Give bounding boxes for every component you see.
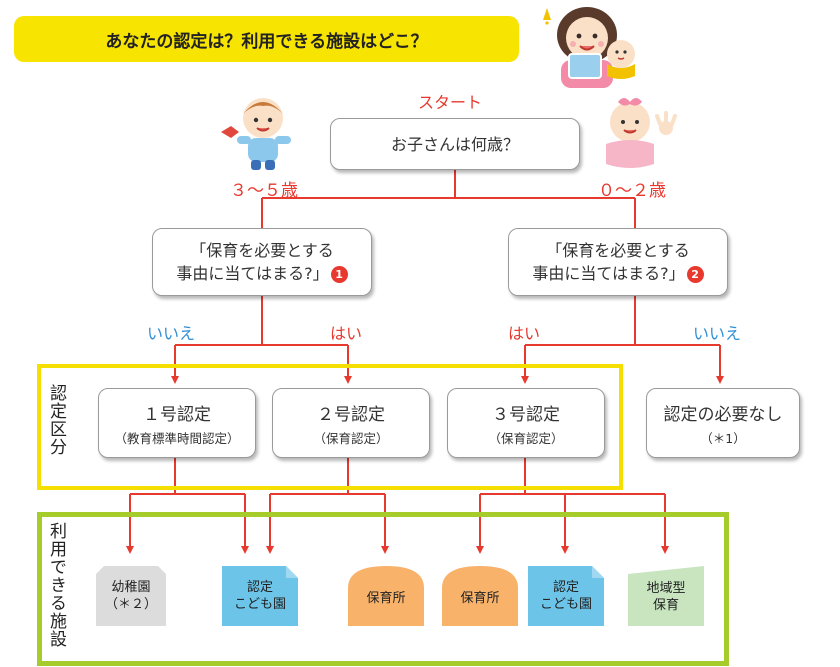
- q2-branch-line: [525, 296, 720, 346]
- q1-line1: 「保育を必要とする: [190, 241, 334, 260]
- community-care-line2: 保育: [652, 598, 679, 613]
- kodomoen-a-label: 認定 こども園: [222, 566, 298, 626]
- kodomoen-a-line2: こども園: [233, 597, 286, 612]
- page-title: あなたの認定は？利用できる施設はどこ？: [105, 31, 428, 52]
- q1-line2-wrap: 事由に当てはまる?」1: [176, 262, 348, 285]
- q1-line2: 事由に当てはまる?」: [176, 264, 329, 283]
- nursery-a-label: 保育所: [348, 570, 424, 626]
- community-care-label: 地域型 保育: [628, 568, 704, 626]
- q2-line1: 「保育を必要とする: [546, 241, 690, 260]
- answer-yes-left: はい: [330, 324, 363, 343]
- cert1-box: １号認定 （教育標準時間認定）: [98, 388, 256, 458]
- page-title-bar: あなたの認定は？利用できる施設はどこ？: [14, 16, 519, 62]
- kindergarten-name: 幼稚園: [111, 580, 151, 595]
- cert3-title: ３号認定: [492, 404, 560, 425]
- q2-line2: 事由に当てはまる?」: [532, 264, 685, 283]
- age-question-box: お子さんは何歳？: [330, 118, 580, 170]
- kodomoen-b-line1: 認定: [552, 580, 579, 595]
- community-care-shape: [628, 566, 704, 626]
- question-1-box: 「保育を必要とする 事由に当てはまる?」1: [152, 228, 372, 296]
- facility-frame: [37, 512, 729, 666]
- no-cert-box: 認定の必要なし （＊1）: [646, 388, 800, 458]
- kindergarten-note: （＊２）: [104, 597, 157, 612]
- mother-baby-illustration: [543, 7, 635, 88]
- nursery-a-name: 保育所: [366, 590, 406, 606]
- community-care-line1: 地域型: [646, 581, 686, 596]
- cert2-subtitle: （保育認定）: [313, 430, 389, 446]
- no-cert-subtitle: （＊1）: [700, 430, 746, 446]
- answer-yes-right: はい: [508, 324, 541, 343]
- cert3-subtitle: （保育認定）: [488, 430, 564, 446]
- age-right-label: ０〜２歳: [598, 181, 666, 201]
- age-left-label: ３〜５歳: [230, 181, 298, 201]
- question-2-box: 「保育を必要とする 事由に当てはまる?」2: [508, 228, 728, 296]
- start-label: スタート: [418, 93, 483, 112]
- cert1-subtitle: （教育標準時間認定）: [114, 430, 240, 446]
- cert2-box: ２号認定 （保育認定）: [272, 388, 430, 458]
- q2-line2-wrap: 事由に当てはまる?」2: [532, 262, 704, 285]
- answer-no-right: いいえ: [693, 324, 742, 343]
- nursery-a-shape: [348, 566, 424, 626]
- nursery-b-name: 保育所: [460, 590, 500, 606]
- nursery-b-shape: [442, 566, 518, 626]
- facility-section-label: 利用できる施設: [46, 522, 66, 648]
- number-badge-1: 1: [330, 266, 348, 283]
- no-cert-title: 認定の必要なし: [663, 404, 783, 425]
- kindergarten-label: 幼稚園 （＊２）: [96, 566, 166, 626]
- boy-illustration: [221, 98, 291, 170]
- kodomoen-a-line1: 認定: [246, 580, 273, 595]
- cert3-box: ３号認定 （保育認定）: [447, 388, 605, 458]
- certification-section-label: 認定区分: [46, 384, 66, 456]
- nursery-b-label: 保育所: [442, 570, 518, 626]
- q1-branch-line: [175, 296, 348, 346]
- age-question-text: お子さんは何歳？: [390, 134, 519, 154]
- number-badge-2: 2: [686, 266, 704, 283]
- age-branch-line: [261, 170, 636, 228]
- answer-no-left: いいえ: [147, 324, 196, 343]
- cert1-title: １号認定: [143, 404, 211, 425]
- kindergarten-shape: [96, 566, 166, 626]
- cert2-title: ２号認定: [317, 404, 385, 425]
- kodomoen-b-label: 認定 こども園: [528, 566, 604, 626]
- baby-girl-illustration: [606, 98, 677, 168]
- kodomoen-b-shape: [528, 566, 604, 626]
- certification-frame: [37, 364, 623, 490]
- kodomoen-b-line2: こども園: [539, 597, 592, 612]
- kodomoen-a-shape: [222, 566, 298, 626]
